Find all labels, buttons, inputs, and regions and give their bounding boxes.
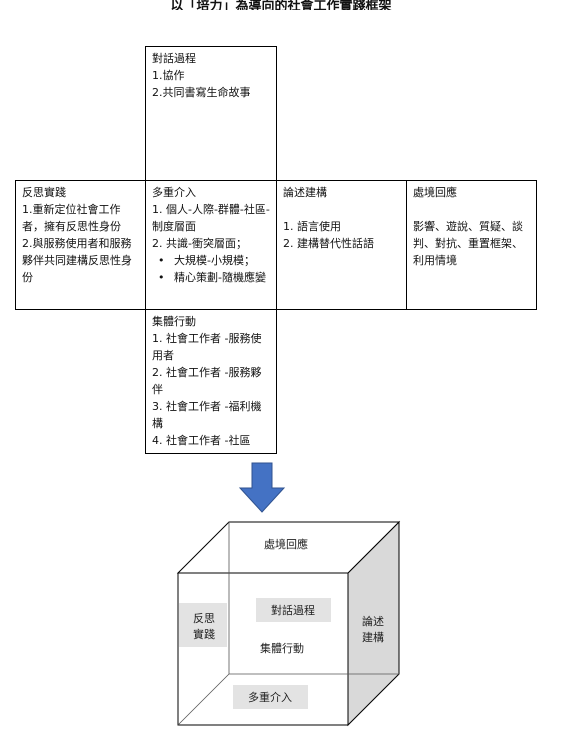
situational-response-box: 處境回應 影響、遊說、質疑、談判、對抗、重置框架、利用情境 (406, 180, 537, 310)
cube-right-label-line2: 建構 (362, 630, 384, 644)
diagram-title: 以「培力」為導向的社會工作實踐框架 (170, 0, 392, 10)
cube-left-label-line1: 反思 (193, 612, 215, 625)
discourse-construction-box: 論述建構 1. 語言使用 2. 建構替代性話語 (276, 180, 407, 310)
reflective-practice-item-2: 2.與服務使用者和服務夥伴共同建構反思性身份 (22, 237, 132, 284)
down-arrow-icon (238, 462, 286, 513)
multiple-intervention-item-1: 1. 個人-人際-群體-社區-制度層面 (152, 203, 270, 233)
situational-response-heading: 處境回應 (413, 186, 457, 199)
collective-action-item-4: 4. 社會工作者 -社區 (152, 434, 251, 447)
dialogue-process-item-1: 1.協作 (152, 69, 185, 82)
discourse-construction-item-2: 2. 建構替代性話語 (283, 237, 374, 250)
multiple-intervention-item-2: 2. 共識-衝突層面； (152, 237, 247, 250)
reflective-practice-item-1: 1.重新定位社會工作者，擁有反思性身份 (22, 203, 121, 233)
collective-action-heading: 集體行動 (152, 315, 196, 328)
collective-action-item-1: 1. 社會工作者 -服務使用者 (152, 332, 262, 362)
multiple-intervention-bullet-2: 精心策劃-隨機應變 (152, 269, 270, 286)
discourse-construction-item-1: 1. 語言使用 (283, 220, 341, 233)
dialogue-process-heading: 對話過程 (152, 52, 196, 65)
cube-back-label-bg (256, 598, 331, 622)
collective-action-item-3: 3. 社會工作者 -福利機構 (152, 400, 262, 430)
reflective-practice-box: 反思實踐 1.重新定位社會工作者，擁有反思性身份 2.與服務使用者和服務夥伴共同… (15, 180, 146, 310)
collective-action-item-2: 2. 社會工作者 -服務夥伴 (152, 366, 262, 396)
cube-center-label: 集體行動 (260, 641, 304, 655)
collective-action-box: 集體行動 1. 社會工作者 -服務使用者 2. 社會工作者 -服務夥伴 3. 社… (145, 309, 277, 454)
multiple-intervention-heading: 多重介入 (152, 186, 196, 199)
discourse-construction-heading: 論述建構 (283, 186, 327, 199)
cube-back-label: 對話過程 (271, 603, 315, 617)
cube-top-label: 處境回應 (264, 537, 308, 551)
cube-bottom-label: 多重介入 (248, 690, 292, 704)
dialogue-process-box: 對話過程 1.協作 2.共同書寫生命故事 (145, 46, 277, 181)
cube-right-label-line1: 論述 (362, 614, 384, 628)
multiple-intervention-box: 多重介入 1. 個人-人際-群體-社區-制度層面 2. 共識-衝突層面； 大規模… (145, 180, 277, 310)
multiple-intervention-bullet-1: 大規模-小規模； (152, 252, 270, 269)
dialogue-process-item-2: 2.共同書寫生命故事 (152, 86, 251, 99)
cube-bottom-label-bg (233, 685, 308, 709)
cube-left-label-line2: 實踐 (193, 627, 215, 641)
reflective-practice-heading: 反思實踐 (22, 186, 66, 199)
situational-response-text: 影響、遊說、質疑、談判、對抗、重置框架、利用情境 (413, 220, 523, 267)
cube-left-label-bg (179, 603, 227, 647)
